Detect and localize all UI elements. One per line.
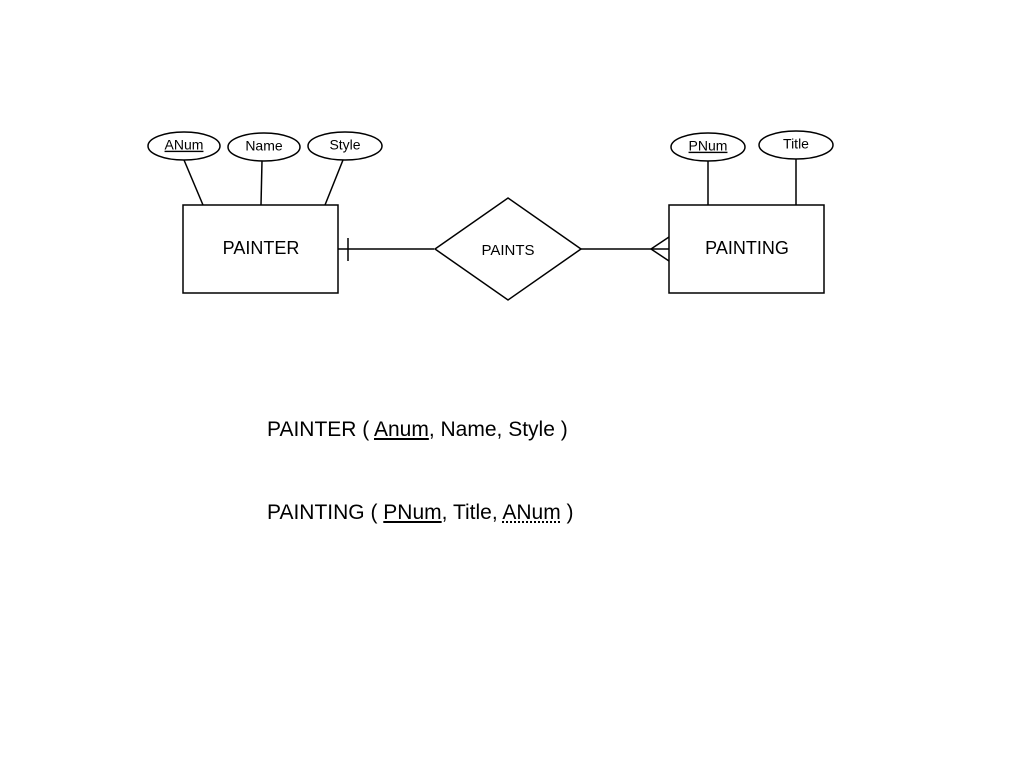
schema-painting-foreign-key: ANum	[502, 501, 561, 524]
schema-painting-close: )	[560, 501, 574, 524]
connector-name-painter	[260, 160, 263, 206]
entity-painter-box	[182, 204, 339, 294]
attribute-anum-label: ANum	[165, 137, 204, 153]
attribute-pnum-label: PNum	[689, 138, 728, 154]
attribute-style-label: Style	[329, 137, 360, 153]
attribute-title-label: Title	[783, 136, 809, 152]
entity-painting-box	[668, 204, 825, 294]
attribute-title-ellipse	[758, 130, 834, 160]
relationship-paints-label: PAINTS	[481, 242, 534, 259]
schema-painter-relation: PAINTER	[267, 418, 357, 441]
relationship-paints-diamond	[433, 197, 583, 301]
connector-style-painter	[324, 159, 344, 206]
schema-painting: PAINTING ( PNum, Title, ANum )	[267, 501, 574, 525]
schema-painting-relation: PAINTING	[267, 501, 365, 524]
entity-painter-label: PAINTER	[223, 238, 300, 258]
schema-painting-primary-key: PNum	[383, 501, 442, 524]
attribute-name-label: Name	[245, 138, 283, 154]
schema-painter: PAINTER ( Anum, Name, Style )	[267, 418, 568, 442]
connector-anum-painter	[183, 159, 204, 206]
schema-painting-open: (	[364, 501, 384, 524]
schema-painter-primary-key: Anum	[373, 418, 429, 441]
cardinality-many-mark	[650, 236, 670, 262]
attribute-anum-ellipse	[147, 131, 221, 161]
schema-painting-mid: , Title,	[441, 501, 503, 524]
schema-painter-open: (	[356, 418, 374, 441]
attribute-pnum-ellipse	[670, 132, 746, 162]
attribute-style-ellipse	[307, 131, 383, 161]
attribute-name-ellipse	[227, 132, 301, 162]
entity-painting-label: PAINTING	[705, 238, 789, 258]
schema-painter-rest: , Name, Style )	[428, 418, 568, 441]
